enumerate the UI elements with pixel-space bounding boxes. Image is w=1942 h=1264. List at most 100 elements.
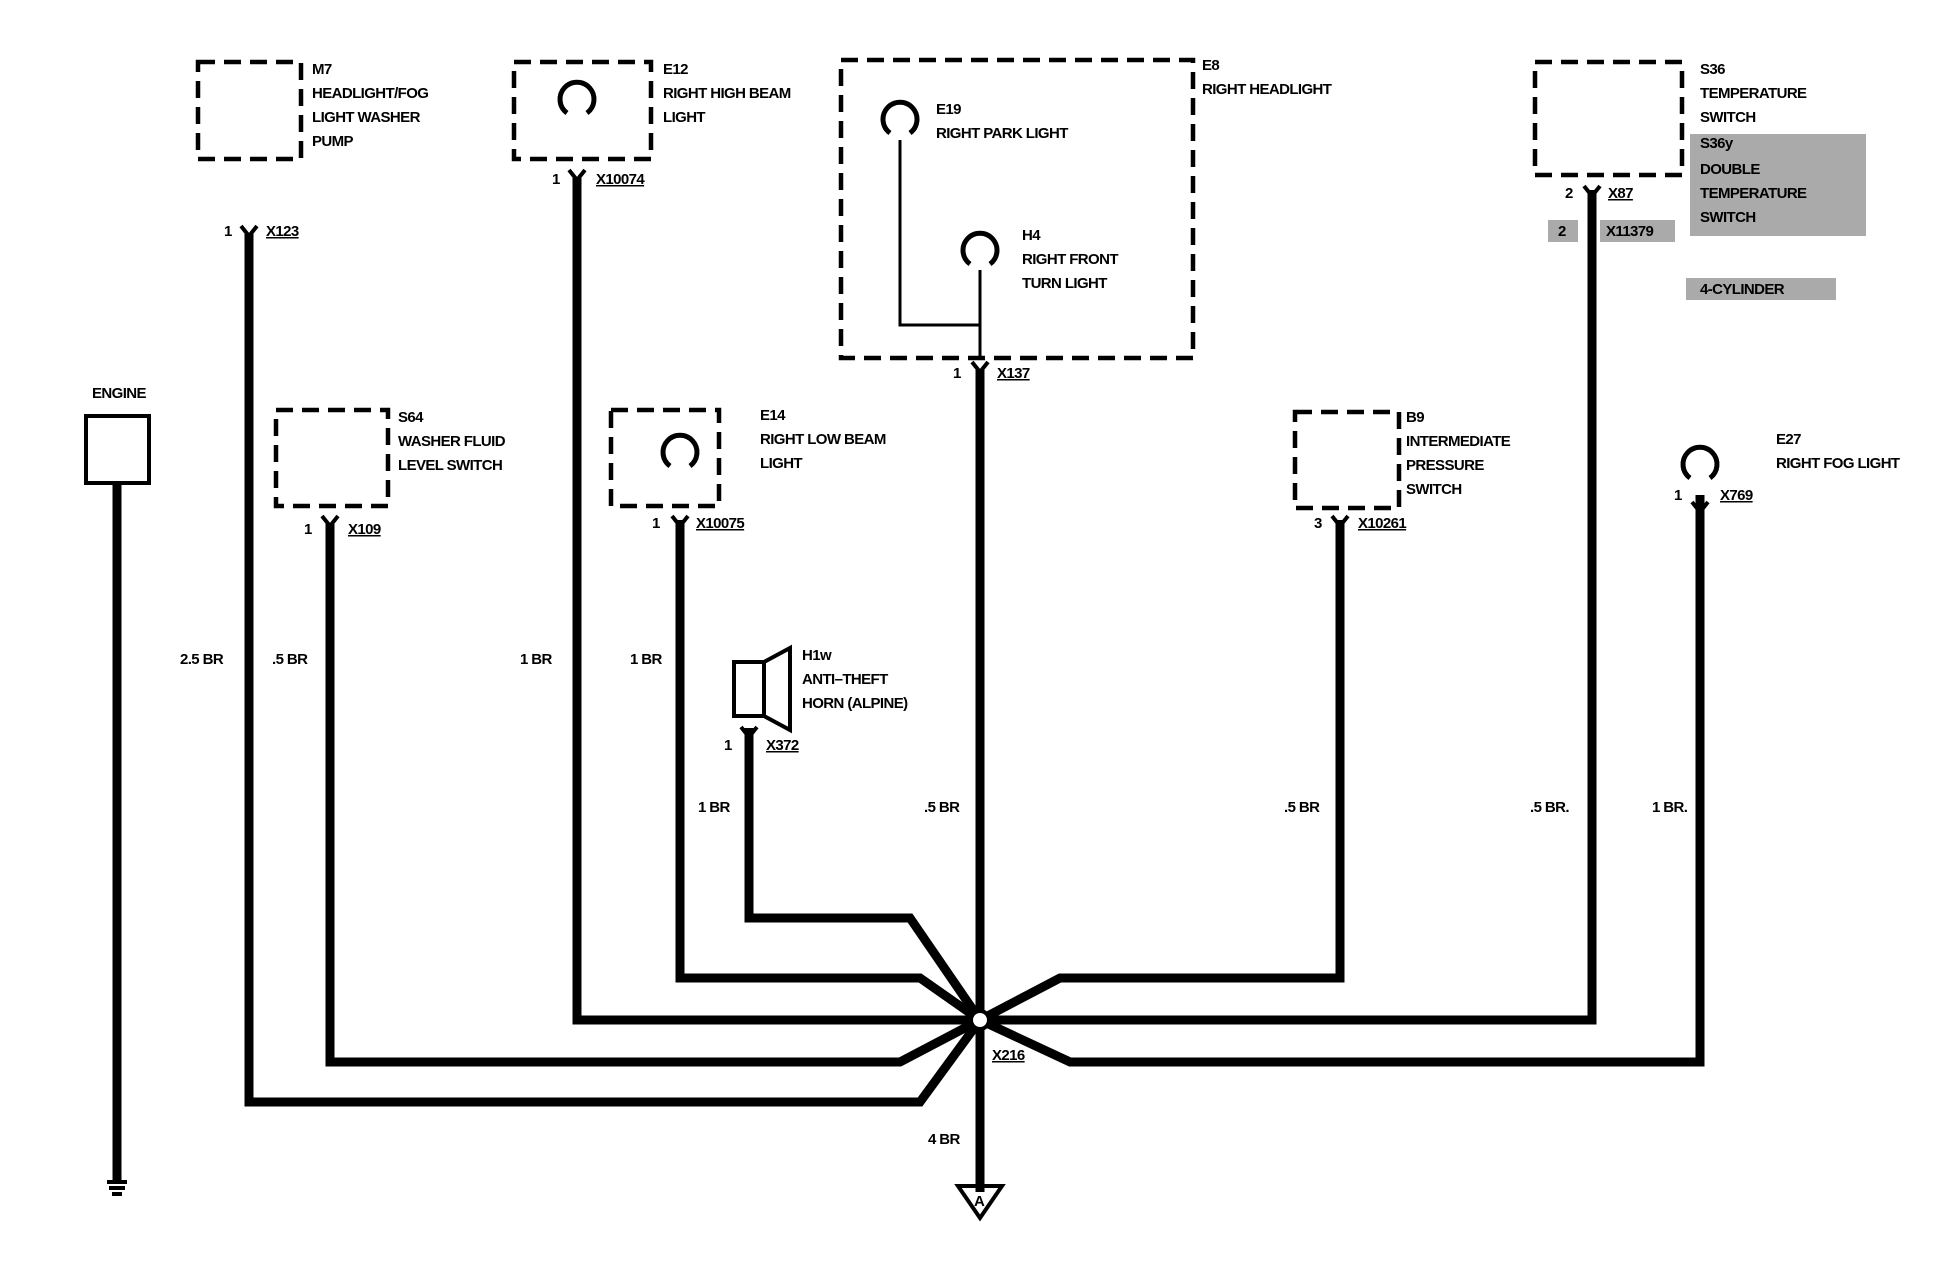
x11379-name: X11379 [1606,223,1654,240]
x10075-name: X10075 [696,515,744,532]
m7-line2: LIGHT WASHER [312,109,421,126]
e19-line1: RIGHT PARK LIGHT [936,125,1068,142]
x10074-pin: 1 [552,171,560,188]
x10075-pin: 1 [652,515,660,532]
wire-e12 [572,178,980,1025]
wire-e14 [675,520,983,1024]
wire-m7 [244,234,984,1107]
x10261-pin: 3 [1314,515,1322,532]
m7-line3: PUMP [312,133,354,150]
b9-line2: PRESSURE [1406,457,1484,474]
engine-ground-symbol [107,1180,127,1196]
x11379-highlight [1600,220,1675,242]
s64-line2: LEVEL SWITCH [398,457,502,474]
m7-box [195,59,304,162]
ground-a-label: A [974,1193,985,1210]
s36-line1: TEMPERATURE [1700,85,1807,102]
e14-code: E14 [760,407,786,424]
four-cylinder-label: 4-CYLINDER [1700,281,1785,298]
s36-line2: SWITCH [1700,109,1756,126]
e14-box [608,407,722,509]
e12-bulb-icon [557,79,597,116]
wire-e27 [978,495,1705,1067]
s36y-line1: DOUBLE [1700,161,1760,178]
b9-line3: SWITCH [1406,481,1462,498]
b9-code: B9 [1406,409,1424,426]
wire-b9 [977,520,1345,1024]
x10261-name: X10261 [1358,515,1406,532]
x123-name: X123 [266,223,299,240]
x11379-pin-highlight [1548,220,1578,242]
wire-label-e27: 1 BR. [1652,799,1688,816]
s36y-line2: TEMPERATURE [1700,185,1807,202]
wire-label-e12: 1 BR [520,651,553,668]
horn-icon [732,644,792,734]
x87-pin: 2 [1565,185,1573,202]
wire-label-m7: 2.5 BR [180,651,224,668]
s64-code: S64 [398,409,424,426]
x109-pin: 1 [304,521,312,538]
wire-label-e8: .5 BR [924,799,960,816]
e14-line2: LIGHT [760,455,802,472]
e14-line1: RIGHT LOW BEAM [760,431,886,448]
h1w-line2: HORN (ALPINE) [802,695,908,712]
m7-line1: HEADLIGHT/FOG [312,85,428,102]
s36-box [1532,59,1685,178]
x769-pin: 1 [1674,487,1682,504]
x372-name: X372 [766,737,799,754]
b9-box [1292,409,1402,511]
e12-code: E12 [663,61,688,78]
h4-bulb-icon [960,230,1000,267]
e8-internal-wiring [898,140,982,360]
x109-name: X109 [348,521,381,538]
wire-label-e14: 1 BR [630,651,663,668]
x123-pin: 1 [224,223,232,240]
engine-box [84,414,151,485]
wire-harness [112,178,1705,1192]
e12-line2: LIGHT [663,109,705,126]
e19-bulb-icon [880,99,920,136]
x769-name: X769 [1720,487,1753,504]
wire-label-b9: .5 BR [1284,799,1320,816]
h1w-line1: ANTI–THEFT [802,671,888,688]
x11379-pin: 2 [1558,223,1566,240]
wire-label-s36: .5 BR. [1530,799,1569,816]
x372-pin: 1 [724,737,732,754]
s36y-code: S36y [1700,135,1734,152]
e19-code: E19 [936,101,961,118]
s64-box [273,407,391,509]
four-cyl-highlight [1686,278,1836,300]
s64-line1: WASHER FLUID [398,433,506,450]
e27-bulb-icon [1680,444,1720,481]
s36y-highlight [1690,134,1866,236]
e8-line1: RIGHT HEADLIGHT [1202,81,1332,98]
e27-line1: RIGHT FOG LIGHT [1776,455,1900,472]
wire-label-s64: .5 BR [272,651,308,668]
s36y-line3: SWITCH [1700,209,1756,226]
e12-line1: RIGHT HIGH BEAM [663,85,791,102]
wire-label-h1w: 1 BR [698,799,731,816]
h4-line1: RIGHT FRONT [1022,251,1118,268]
e8-box [838,57,1196,361]
engine-label: ENGINE [92,385,147,402]
x137-pin: 1 [953,365,961,382]
x87-name: X87 [1608,185,1633,202]
wire-s64 [325,524,983,1067]
h1w-code: H1w [802,647,832,664]
e27-code: E27 [1776,431,1801,448]
e14-bulb-icon [660,432,700,469]
x10074-name: X10074 [596,171,645,188]
m7-code: M7 [312,61,332,78]
h4-line2: TURN LIGHT [1022,275,1107,292]
h4-code: H4 [1022,227,1041,244]
ground-a-symbol: A [954,1184,1006,1222]
e8-code: E8 [1202,57,1219,74]
e12-box [511,59,654,162]
wire-h1w [744,728,984,1023]
connector-marks [239,168,1710,741]
x137-name: X137 [997,365,1030,382]
x216-name: X216 [992,1047,1025,1064]
wire-s36 [980,190,1597,1025]
splice-x216 [969,1009,991,1031]
